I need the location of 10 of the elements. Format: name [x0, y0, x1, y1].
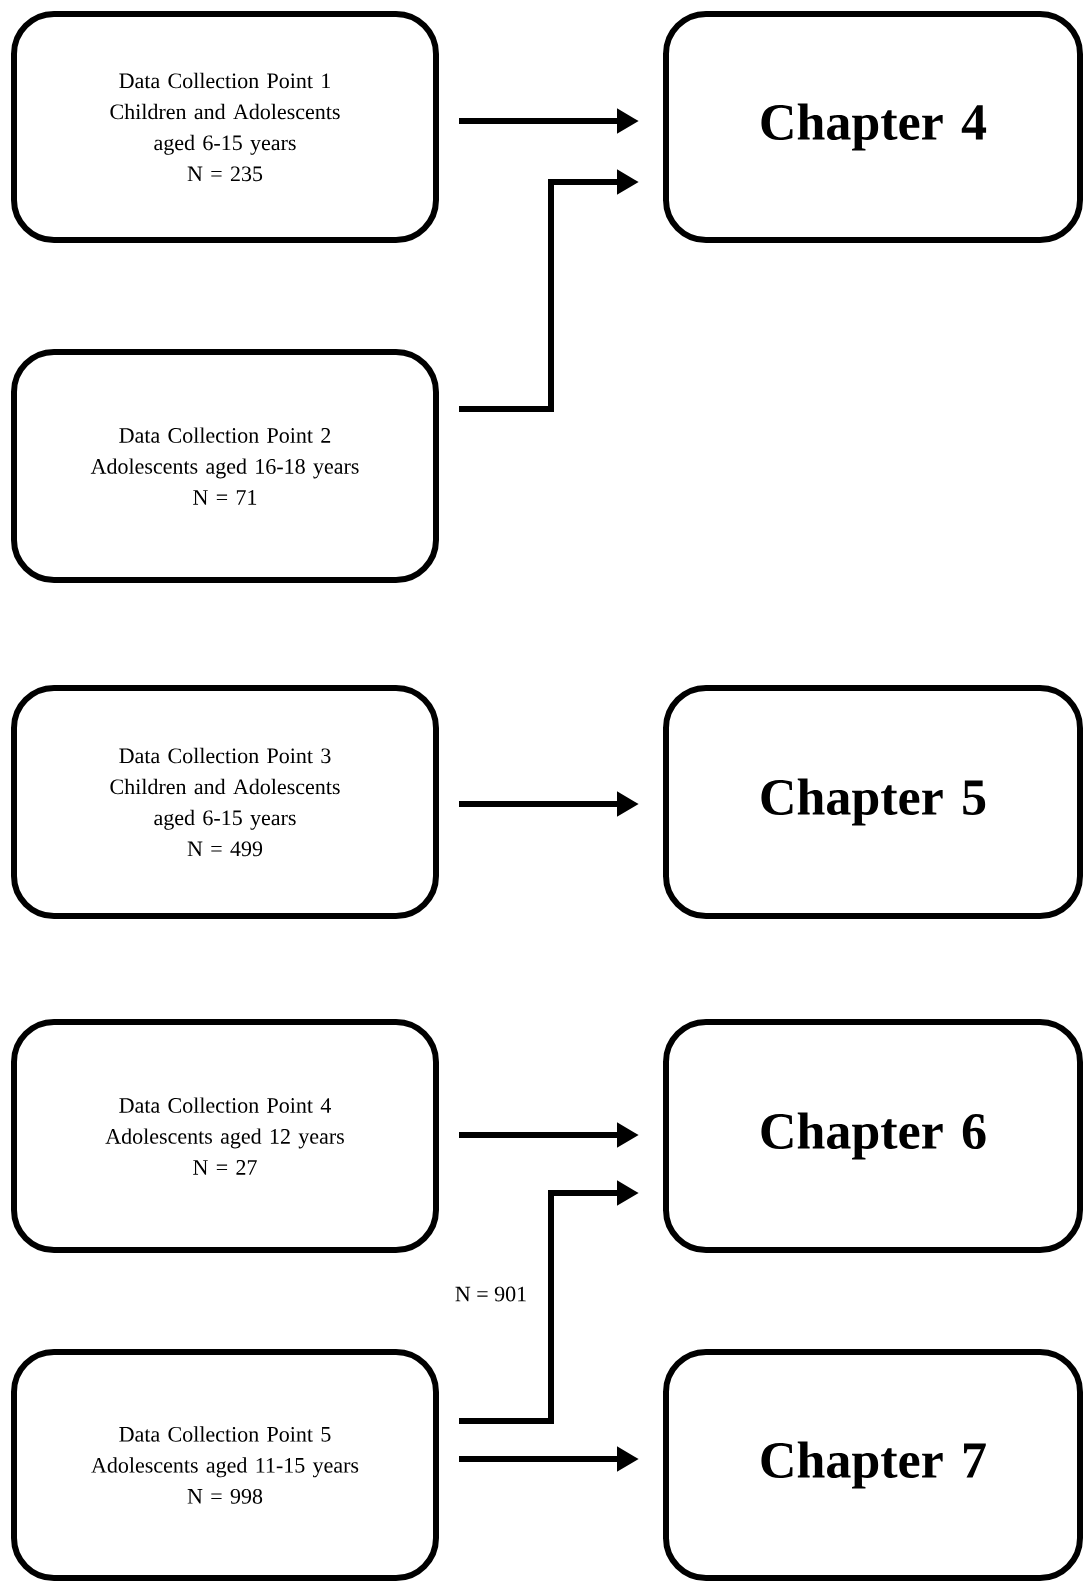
chapter-box: Chapter 6	[663, 1019, 1083, 1253]
data-point-box: Data Collection Point 3 Children and Adolescents aged 6-15 years N = 499	[11, 685, 439, 919]
data-point-box: Data Collection Point 2 Adolescents aged 16-18 years N = 71	[11, 349, 439, 583]
data-point-box: Data Collection Point 5 Adolescents aged 11-15 years N = 998	[11, 1349, 439, 1581]
edge-label: N = 901	[452, 1284, 530, 1304]
chapter-box: Chapter 5	[663, 685, 1083, 919]
data-point-box: Data Collection Point 1 Children and Adolescents aged 6-15 years N = 235	[11, 11, 439, 243]
chapter-box: Chapter 4	[663, 11, 1083, 243]
data-point-box: Data Collection Point 4 Adolescents aged 12 years N = 27	[11, 1019, 439, 1253]
chapter-box: Chapter 7	[663, 1349, 1083, 1581]
